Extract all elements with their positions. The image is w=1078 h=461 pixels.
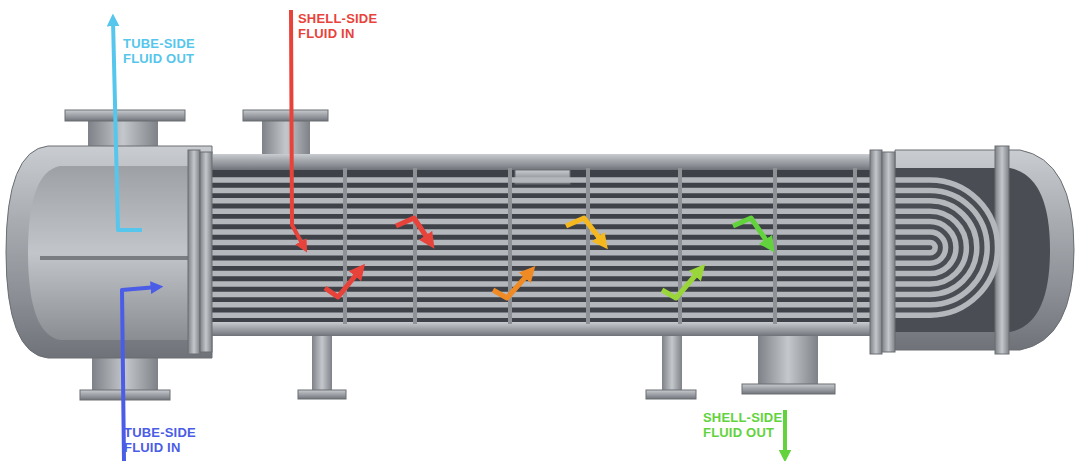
baffle (508, 168, 512, 324)
u-bend (930, 211, 966, 284)
tube (212, 260, 930, 266)
tube (212, 292, 930, 298)
tube (212, 188, 930, 194)
nozzle-flange (243, 110, 328, 121)
leader-arrows (113, 10, 785, 461)
flow-label: SHELL-SIDE FLUID IN (298, 11, 384, 41)
flow-arrow (493, 272, 530, 298)
tube (212, 229, 930, 235)
flow-arrow (662, 270, 700, 298)
u-bend (930, 222, 956, 274)
nozzle-pipe (758, 330, 818, 386)
flow-label: SHELL-SIDE FLUID OUT (703, 410, 789, 440)
tube (212, 312, 930, 318)
flow-arrow (566, 218, 603, 243)
shell-wall (210, 322, 890, 336)
support-leg (662, 332, 682, 392)
u-bend (930, 190, 987, 304)
leader-arrow (783, 410, 787, 456)
shell-flange (870, 150, 882, 354)
u-bend (930, 232, 946, 263)
tube-sheet (200, 152, 212, 352)
tube (212, 240, 930, 246)
leader-arrow (291, 10, 304, 247)
shell-wall (210, 154, 890, 170)
flow-arrow (396, 218, 430, 242)
nozzle-flange (742, 384, 835, 394)
support-leg (312, 330, 332, 392)
tube (212, 271, 930, 277)
tube (212, 208, 930, 214)
support-foot (646, 390, 696, 399)
baffle (413, 168, 417, 324)
tube (212, 250, 930, 256)
flow-label: TUBE-SIDE FLUID OUT (123, 36, 209, 66)
flow-arrow (325, 270, 360, 297)
baffle-group (343, 168, 857, 324)
tube (212, 302, 930, 308)
flow-label: TUBE-SIDE FLUID IN (124, 425, 210, 455)
baffle (586, 168, 590, 324)
support-foot (298, 390, 346, 399)
channel-head (6, 146, 212, 358)
bonnet-flange (882, 152, 895, 352)
u-bend (930, 180, 998, 315)
channel-flange (188, 150, 200, 354)
baffle (343, 168, 347, 324)
baffle (773, 168, 777, 324)
baffle (678, 168, 682, 324)
flow-arrows (325, 218, 770, 298)
pass-partition-plate (40, 256, 205, 260)
nozzle-flange (65, 110, 185, 121)
tube (212, 177, 930, 183)
u-bend (930, 201, 977, 295)
u-bend (930, 242, 935, 252)
tube (212, 281, 930, 287)
tube (212, 198, 930, 204)
baffle (853, 168, 857, 324)
flow-arrow (733, 218, 770, 246)
